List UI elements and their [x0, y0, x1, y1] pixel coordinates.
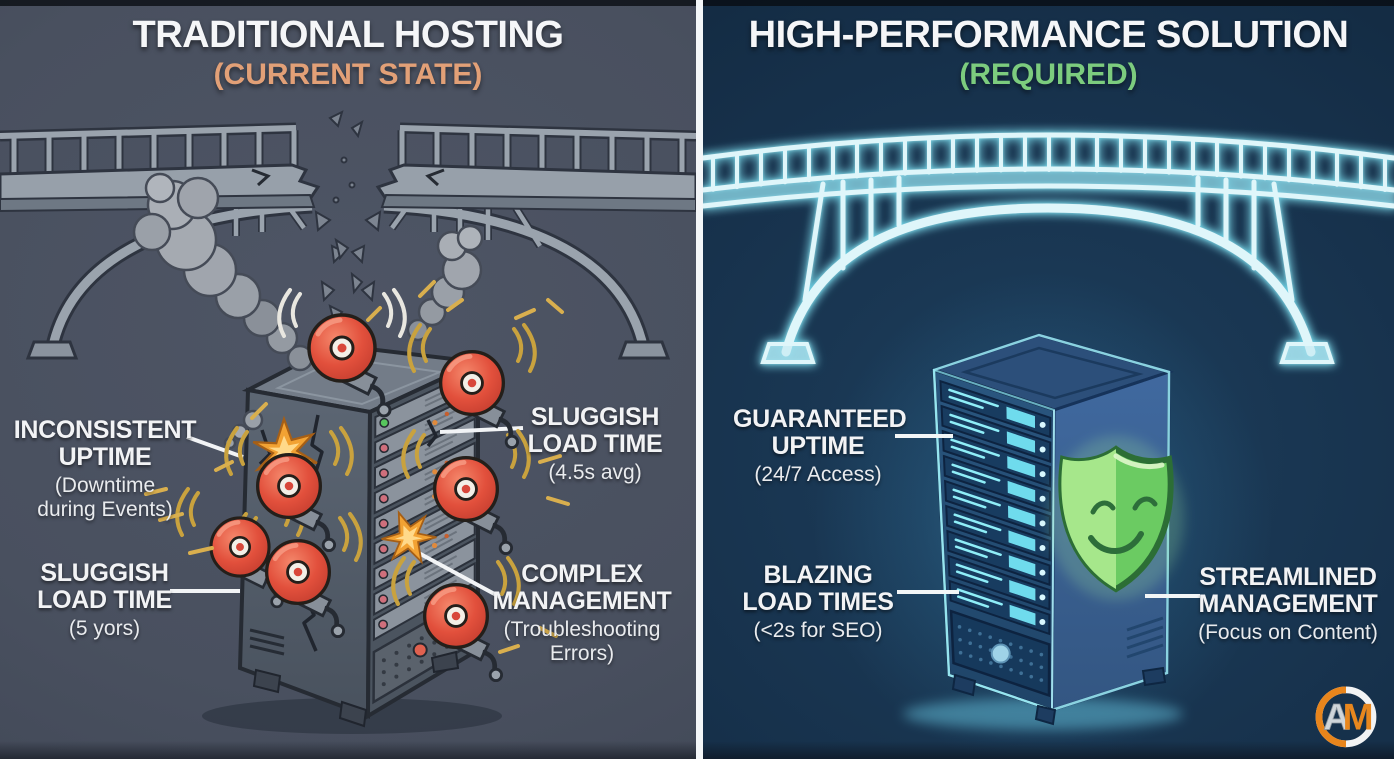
left-panel-header: TRADITIONAL HOSTING (CURRENT STATE) [0, 14, 696, 92]
logo-ring-orange [1315, 686, 1347, 748]
glowing-bridge-icon [703, 132, 1394, 364]
callout-complex-management: COMPLEX MANAGEMENT (Troubleshooting Erro… [492, 561, 672, 665]
brand-logo: A M [1315, 686, 1377, 748]
callout-heading: SLUGGISH LOAD TIME [37, 559, 172, 614]
smoke-icon [132, 172, 484, 450]
callout-streamlined-management: STREAMLINED MANAGEMENT (Focus on Content… [1193, 564, 1383, 645]
neon-edge [932, 333, 1171, 712]
callout-inconsistent-uptime: INCONSISTENT UPTIME (Downtime during Eve… [10, 417, 200, 521]
shield-smiley-icon [1048, 436, 1184, 600]
callout-detail: (4.5s avg) [548, 461, 642, 484]
callout-detail: (24/7 Access) [754, 463, 882, 486]
vent-icon [249, 628, 285, 656]
callout-sluggish-load-time: SLUGGISH LOAD TIME (5 yors) [22, 560, 187, 641]
callout-detail: (5 yors) [68, 617, 141, 640]
left-panel-subtitle: (CURRENT STATE) [213, 58, 483, 91]
right-panel-title: HIGH-PERFORMANCE SOLUTION [748, 14, 1349, 56]
spark-icon [144, 280, 570, 654]
callout-heading: SLUGGISH LOAD TIME [527, 403, 663, 458]
panel-divider [696, 0, 703, 759]
callout-blazing-load-times: BLAZING LOAD TIMES (<2s for SEO) [733, 562, 903, 643]
callout-heading: STREAMLINED MANAGEMENT [1198, 563, 1378, 618]
server-rack-modern [929, 333, 1184, 726]
callout-detail: (Downtime during Events) [37, 474, 173, 521]
left-illustration [0, 110, 696, 734]
connector-lines [895, 434, 1200, 598]
callout-detail: (Focus on Content) [1198, 621, 1378, 644]
broken-bridge-icon [0, 110, 696, 358]
callout-heading: INCONSISTENT UPTIME [13, 416, 197, 471]
callout-heading: GUARANTEED UPTIME [733, 405, 907, 460]
callout-heading: BLAZING LOAD TIMES [742, 561, 894, 616]
right-illustration [703, 132, 1394, 759]
server-feet [951, 666, 1167, 726]
server-slots [939, 379, 1052, 698]
logo-letter-a: A [1323, 695, 1350, 737]
server-feet [252, 650, 460, 728]
falling-debris-icon [328, 110, 364, 325]
right-panel-header: HIGH-PERFORMANCE SOLUTION (REQUIRED) [703, 14, 1394, 92]
logo-letter-m: M [1343, 695, 1374, 737]
callout-detail: (<2s for SEO) [753, 619, 883, 642]
panel-traditional-hosting: TRADITIONAL HOSTING (CURRENT STATE) [0, 0, 696, 759]
connector-lines [170, 426, 524, 599]
callout-sluggish-load-time-avg: SLUGGISH LOAD TIME (4.5s avg) [515, 404, 675, 485]
right-panel-subtitle: (REQUIRED) [959, 58, 1138, 91]
panel-high-performance: HIGH-PERFORMANCE SOLUTION (REQUIRED) [703, 0, 1394, 759]
callout-heading: COMPLEX MANAGEMENT [492, 560, 672, 615]
callout-guaranteed-uptime: GUARANTEED UPTIME (24/7 Access) [733, 405, 907, 487]
vent-icon [1126, 616, 1164, 659]
left-panel-title: TRADITIONAL HOSTING [132, 14, 564, 56]
callout-detail: (Troubleshooting Errors) [503, 618, 661, 665]
